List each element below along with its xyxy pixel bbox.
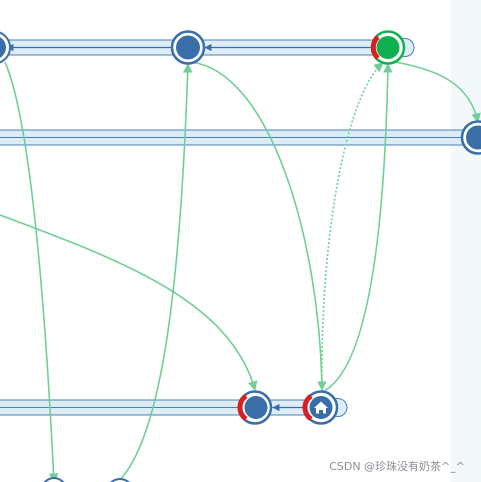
edge-home-to-green-dotted (321, 62, 384, 393)
edge-bottom-up-to-top-node (117, 63, 193, 482)
home-icon (314, 401, 328, 414)
edge-green-to-middle-right (394, 61, 481, 123)
right-side-panel (451, 0, 481, 482)
node-home[interactable] (302, 390, 339, 425)
node-top-middle[interactable] (170, 30, 206, 65)
lane-middle (0, 129, 481, 146)
node-bottom-partial[interactable] (107, 478, 133, 482)
node-middle-right[interactable] (460, 120, 481, 155)
lane-arrows (6, 43, 370, 412)
edge-left-to-bottom-node (0, 214, 258, 391)
node-top-left[interactable] (0, 31, 11, 64)
node-bottom-middle[interactable] (237, 390, 273, 425)
edge-home-to-green (321, 63, 393, 393)
edge-left-top-down (4, 61, 59, 482)
node-bottom-left-partial[interactable] (42, 477, 66, 482)
node-top-right-active[interactable] (370, 30, 406, 65)
edge-top-node-to-home (189, 61, 327, 391)
watermark-text: CSDN @珍珠没有奶茶^_^ (329, 460, 465, 473)
flow-edges (0, 61, 481, 482)
